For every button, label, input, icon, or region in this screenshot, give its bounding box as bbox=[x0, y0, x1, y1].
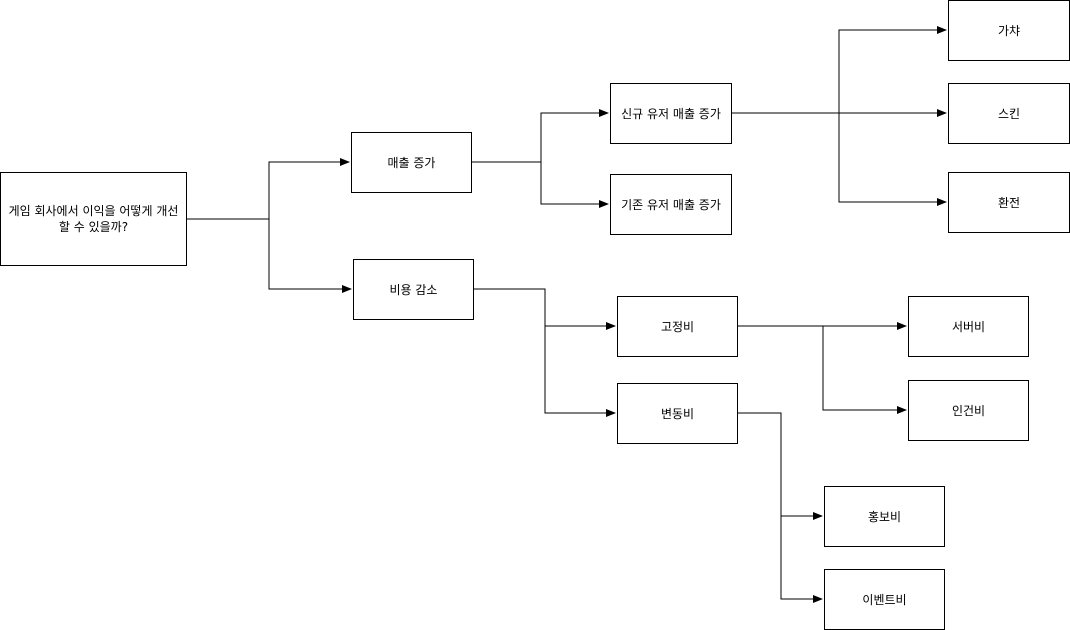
node-event-cost[interactable]: 이벤트비 bbox=[824, 569, 945, 630]
edge-new-user-to-exchange bbox=[732, 112, 947, 206]
node-variable-cost[interactable]: 변동비 bbox=[617, 383, 738, 444]
edge-revenue-to-new-user bbox=[472, 109, 609, 163]
node-root-question[interactable]: 게임 회사에서 이익을 어떻게 개선할 수 있을까? bbox=[0, 172, 187, 266]
node-revenue-increase[interactable]: 매출 증가 bbox=[351, 132, 472, 193]
node-gacha[interactable]: 가챠 bbox=[948, 0, 1070, 61]
node-skin[interactable]: 스킨 bbox=[948, 83, 1070, 144]
edge-root-to-revenue bbox=[187, 158, 350, 220]
node-labor-cost[interactable]: 인건비 bbox=[908, 380, 1029, 441]
edge-root-to-cost bbox=[187, 218, 352, 293]
edge-new-user-to-gacha bbox=[732, 26, 947, 114]
edge-fixed-to-labor bbox=[738, 325, 907, 414]
node-new-user-revenue[interactable]: 신규 유저 매출 증가 bbox=[610, 83, 732, 144]
node-cost-reduction[interactable]: 비용 감소 bbox=[353, 259, 474, 320]
edge-variable-to-event bbox=[738, 412, 823, 603]
node-promo-cost[interactable]: 홍보비 bbox=[824, 486, 945, 547]
edge-revenue-to-existing-user bbox=[472, 161, 609, 208]
edge-cost-to-variable bbox=[474, 288, 616, 417]
node-fixed-cost[interactable]: 고정비 bbox=[617, 296, 738, 357]
node-existing-user-revenue[interactable]: 기존 유저 매출 증가 bbox=[610, 174, 732, 235]
node-exchange[interactable]: 환전 bbox=[948, 172, 1070, 233]
node-server-cost[interactable]: 서버비 bbox=[908, 296, 1029, 357]
edge-variable-to-promo bbox=[738, 412, 823, 520]
